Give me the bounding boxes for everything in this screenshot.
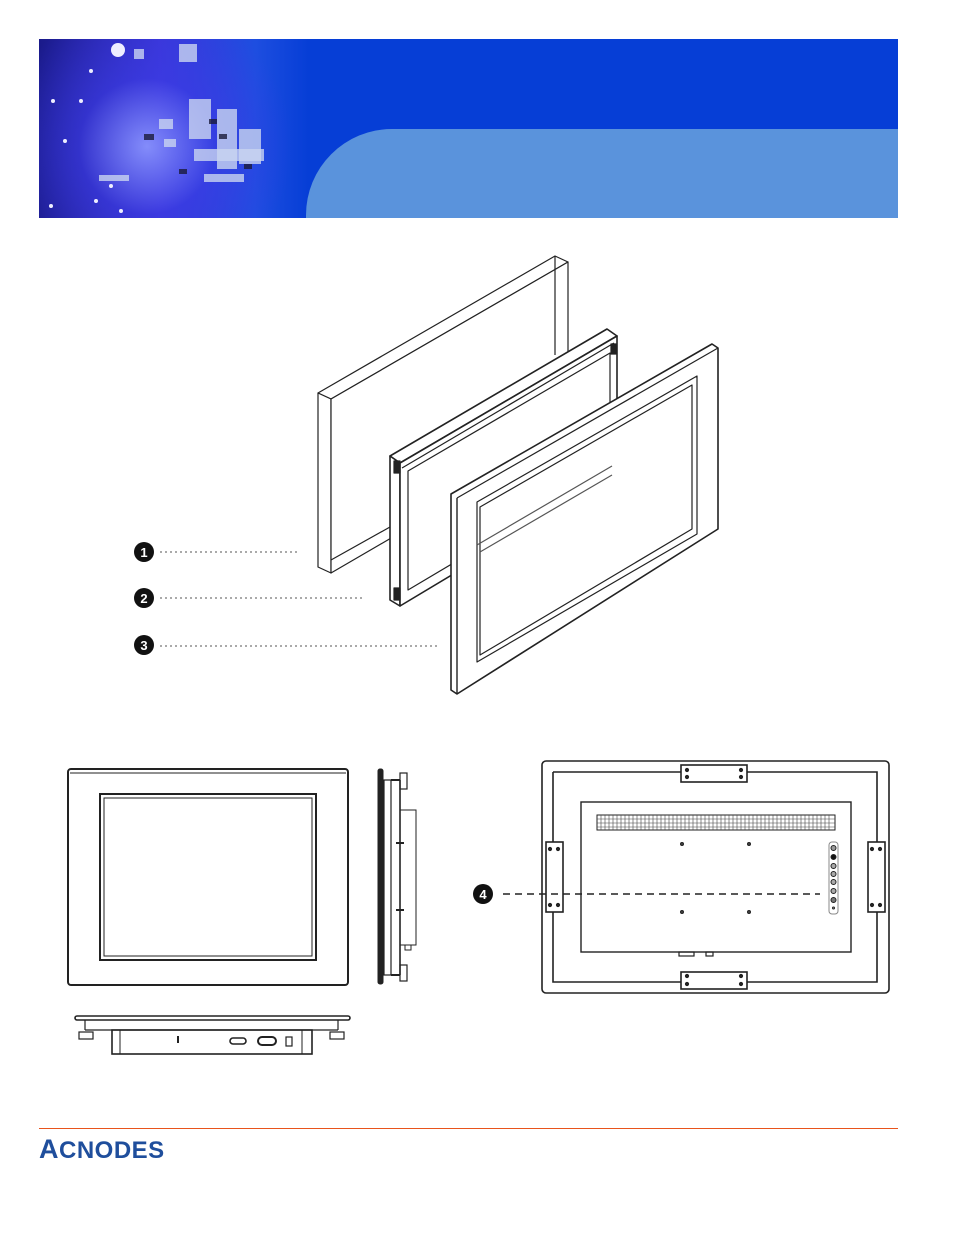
callout-3-badge: 3 <box>134 635 154 655</box>
callout-4-badge: 4 <box>473 884 493 904</box>
bottom-view-diagram <box>74 1015 351 1055</box>
mount-bracket-top <box>680 764 748 783</box>
mount-bracket-right <box>867 841 886 913</box>
front-view-diagram <box>67 768 349 986</box>
circuit-board-image <box>39 39 309 218</box>
header-banner <box>39 39 898 218</box>
svg-text:2: 2 <box>140 591 147 606</box>
callout-2-badge: 2 <box>134 588 154 608</box>
logo-text: CNODES <box>59 1137 165 1164</box>
svg-text:4: 4 <box>479 887 487 902</box>
osd-button-strip <box>828 841 839 915</box>
logo-initial: A <box>39 1134 59 1164</box>
mount-bracket-left <box>545 841 564 913</box>
banner-tab-shape <box>306 129 898 218</box>
exploded-view-diagram: 1 2 3 <box>134 255 719 695</box>
vent-grille <box>600 815 830 830</box>
rear-view-diagram: 4 <box>473 760 890 994</box>
svg-text:1: 1 <box>140 545 147 560</box>
svg-text:3: 3 <box>140 638 147 653</box>
acnodes-logo: ACNODES <box>39 1134 165 1165</box>
mount-bracket-bottom <box>680 971 748 990</box>
front-bezel-part <box>450 343 719 695</box>
callout-1-badge: 1 <box>134 542 154 562</box>
side-view-diagram <box>377 768 417 985</box>
footer-rule <box>39 1128 898 1129</box>
